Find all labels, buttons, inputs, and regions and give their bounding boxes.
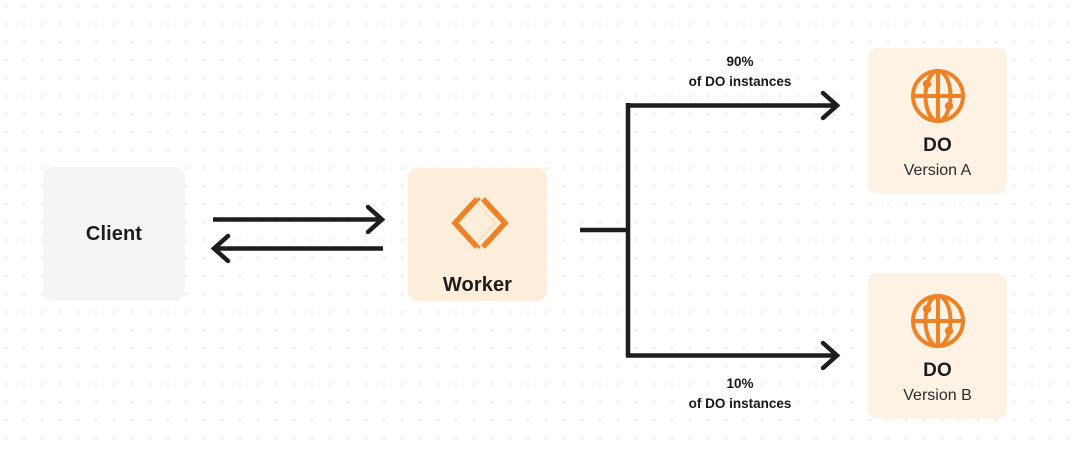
- cloudflare-workers-logo-icon: [447, 192, 510, 254]
- edge-label-do-a: 90% of DO instances: [610, 52, 870, 91]
- edge-label-do-a-percent: 90%: [726, 54, 754, 69]
- durable-object-globe-icon: [908, 291, 968, 351]
- edge-label-do-b-percent: 10%: [726, 376, 754, 391]
- connector-worker-split-trunk: [580, 103, 631, 357]
- edge-label-do-b-text: of DO instances: [688, 395, 792, 411]
- node-client: Client: [43, 167, 185, 301]
- arrow-split-to-do-a: [626, 90, 841, 121]
- durable-object-globe-icon: [908, 66, 968, 126]
- arrow-split-to-do-b: [626, 340, 841, 371]
- edge-label-do-b: 10% of DO instances: [610, 374, 870, 413]
- node-do-b-subtitle: Version B: [903, 386, 972, 404]
- arrow-client-to-worker: [213, 204, 386, 235]
- node-do-a-title: DO: [923, 135, 952, 156]
- arrow-worker-to-client: [210, 233, 383, 264]
- node-do-version-b: DO Version B: [868, 273, 1007, 419]
- node-do-a-subtitle: Version A: [903, 161, 972, 179]
- node-do-b-title: DO: [923, 360, 952, 381]
- node-do-version-a: DO Version A: [868, 48, 1007, 194]
- node-worker-title: Worker: [442, 274, 513, 296]
- node-client-title: Client: [85, 223, 143, 245]
- node-worker: Worker: [408, 168, 547, 301]
- edge-label-do-a-text: of DO instances: [688, 73, 792, 89]
